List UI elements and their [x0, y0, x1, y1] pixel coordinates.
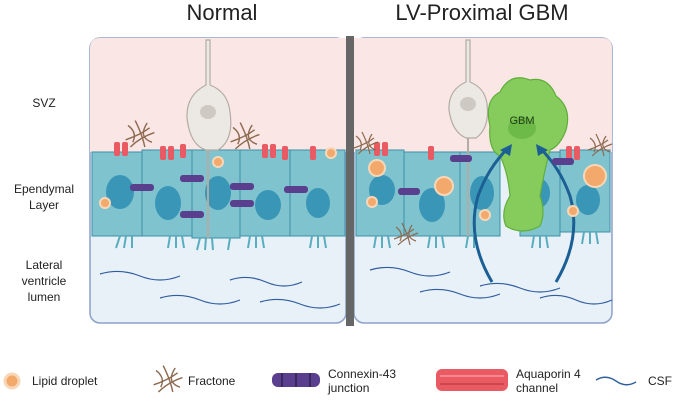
title-normal: Normal	[187, 0, 258, 25]
title-gbm: LV-Proximal GBM	[395, 0, 568, 25]
cilia-normal	[115, 235, 327, 251]
lipid-droplets-normal	[99, 147, 337, 209]
legend-csf-label: CSF	[648, 374, 672, 388]
csf-icon	[595, 376, 637, 386]
label-ependymal-1: Ependymal	[14, 182, 74, 196]
legend-lipid-label: Lipid droplet	[32, 374, 98, 388]
csf-waves-gbm	[369, 266, 613, 305]
csf-waves-normal	[99, 270, 341, 309]
connexin-icon	[272, 373, 320, 387]
legend-aquaporin-label-1: Aquaporin 4	[516, 367, 581, 381]
legend-fractone-label: Fractone	[188, 374, 236, 388]
gbm-arrowheads	[500, 144, 548, 156]
label-lumen-3: lumen	[28, 290, 61, 304]
neuron-normal	[186, 39, 232, 238]
connexin-junctions-normal	[130, 175, 308, 218]
legend-aquaporin-label-2: channel	[516, 381, 558, 395]
neuron-gbm	[448, 39, 489, 236]
legend: Lipid droplet Fractone Connexin-43 junct…	[3, 364, 672, 395]
legend-connexin-label-2: junction	[327, 381, 369, 395]
label-lumen-2: ventricle	[22, 274, 67, 288]
label-lumen-1: Lateral	[26, 258, 63, 272]
nuclei-normal	[106, 175, 330, 220]
aquaporin-channels-gbm	[374, 142, 580, 160]
lipid-droplets-gbm	[366, 159, 607, 221]
gbm-tumor	[487, 77, 569, 232]
label-ependymal-2: Layer	[29, 198, 59, 212]
fractone-icon	[152, 364, 184, 393]
aquaporin-icon	[436, 369, 508, 391]
lipid-droplet-icon	[3, 372, 21, 390]
panel-divider	[346, 36, 354, 326]
connexin-junctions-gbm	[398, 155, 574, 195]
gbm-label: GBM	[509, 115, 534, 127]
label-svz: SVZ	[32, 96, 55, 110]
cilia-gbm	[373, 231, 599, 249]
legend-connexin-label-1: Connexin-43	[328, 367, 396, 381]
aquaporin-channels-normal	[114, 142, 316, 160]
